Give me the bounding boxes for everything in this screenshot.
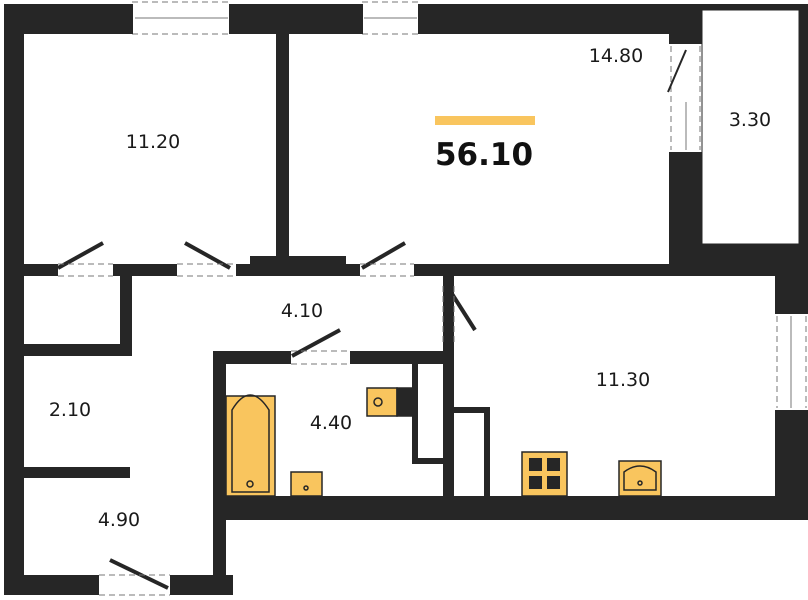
doors [57,49,687,590]
total-area: 56.10 [434,137,534,173]
walls [4,4,808,595]
room-area-kitchen: 11.30 [595,369,651,391]
room-area-balcony: 3.30 [728,109,772,131]
total-area-accent-bar [435,116,535,125]
room-area-living-room: 14.80 [588,45,644,67]
room-area-hallway: 4.90 [97,509,141,531]
room-area-bathroom: 4.40 [309,412,353,434]
room-area-corridor: 4.10 [280,300,324,322]
windows [132,1,807,408]
room-area-bedroom: 11.20 [125,131,181,153]
room-area-closet: 2.10 [48,399,92,421]
